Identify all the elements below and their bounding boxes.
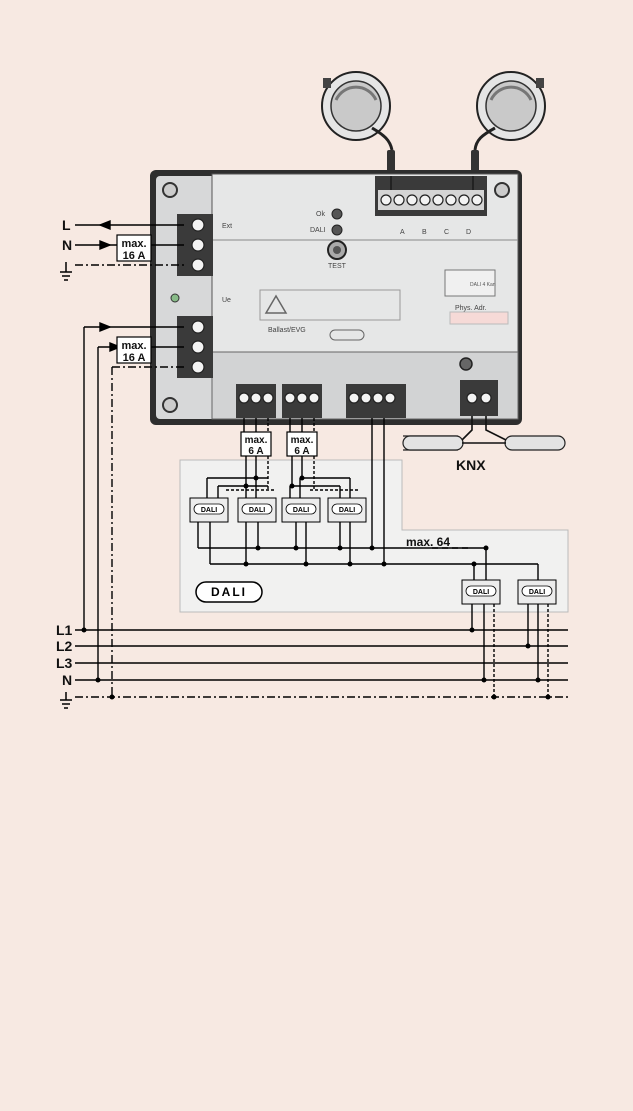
junction-dots bbox=[81, 475, 551, 700]
label-l1: L1 bbox=[56, 622, 73, 638]
svg-text:Ext: Ext bbox=[222, 223, 232, 230]
svg-text:DALI 4 Kan: DALI 4 Kan bbox=[470, 282, 496, 288]
label-l2: L2 bbox=[56, 638, 73, 654]
output-terminals bbox=[236, 357, 498, 418]
label-max-devices: max. 64 bbox=[406, 535, 450, 549]
svg-text:max.: max. bbox=[121, 238, 146, 250]
svg-text:16 A: 16 A bbox=[123, 352, 146, 364]
ballast-4: DALI bbox=[327, 497, 367, 523]
ballast-3: DALI bbox=[281, 497, 321, 523]
fuse-small-1: max. 6 A bbox=[240, 431, 272, 457]
label-knx: KNX bbox=[456, 457, 486, 473]
svg-text:6 A: 6 A bbox=[294, 446, 309, 457]
label-l: L bbox=[62, 217, 71, 233]
svg-text:max.: max. bbox=[121, 340, 146, 352]
svg-text:DALI: DALI bbox=[249, 507, 265, 514]
label-l3: L3 bbox=[56, 655, 73, 671]
svg-text:TEST: TEST bbox=[328, 263, 347, 270]
svg-text:B: B bbox=[422, 229, 427, 236]
svg-text:Ok: Ok bbox=[316, 211, 325, 218]
sensor-terminal-block bbox=[375, 176, 487, 216]
sensor-left bbox=[321, 71, 395, 174]
svg-text:A: A bbox=[400, 229, 405, 236]
ground-symbol-bottom bbox=[60, 692, 72, 709]
label-n: N bbox=[62, 237, 72, 253]
ground-symbol-top bbox=[60, 262, 72, 281]
device-labels: Ext Ok DALI TEST Ue Ballast/EVG Phys. Ad… bbox=[222, 211, 496, 334]
fuse-mid: max. 16 A bbox=[116, 336, 152, 364]
svg-text:Ue: Ue bbox=[222, 297, 231, 304]
fuse-small-2: max. 6 A bbox=[286, 431, 318, 457]
svg-text:DALI: DALI bbox=[211, 585, 247, 599]
svg-text:max.: max. bbox=[291, 435, 314, 446]
svg-text:6 A: 6 A bbox=[248, 446, 263, 457]
svg-text:max.: max. bbox=[245, 435, 268, 446]
svg-text:DALI: DALI bbox=[529, 589, 545, 596]
label-n-bus: N bbox=[62, 672, 72, 688]
svg-text:DALI: DALI bbox=[473, 589, 489, 596]
svg-text:C: C bbox=[444, 229, 449, 236]
svg-text:DALI: DALI bbox=[339, 507, 355, 514]
direction-arrows bbox=[98, 219, 122, 353]
dali-panel bbox=[179, 459, 569, 613]
knx-cable bbox=[402, 416, 566, 451]
svg-text:DALI: DALI bbox=[310, 227, 326, 234]
ballast-1: DALI bbox=[189, 497, 229, 523]
svg-text:Phys. Adr.: Phys. Adr. bbox=[455, 305, 487, 312]
svg-text:D: D bbox=[466, 229, 471, 236]
fuse-top: max. 16 A bbox=[116, 234, 152, 262]
svg-text:DALI: DALI bbox=[201, 507, 217, 514]
ballast-5: DALI bbox=[461, 579, 501, 605]
svg-text:Ballast/EVG: Ballast/EVG bbox=[268, 327, 306, 334]
dali-logo: DALI bbox=[195, 581, 263, 603]
sensor-right bbox=[471, 71, 546, 174]
ballast-6: DALI bbox=[517, 579, 557, 605]
svg-text:DALI: DALI bbox=[293, 507, 309, 514]
svg-text:16 A: 16 A bbox=[123, 250, 146, 262]
ballast-2: DALI bbox=[237, 497, 277, 523]
